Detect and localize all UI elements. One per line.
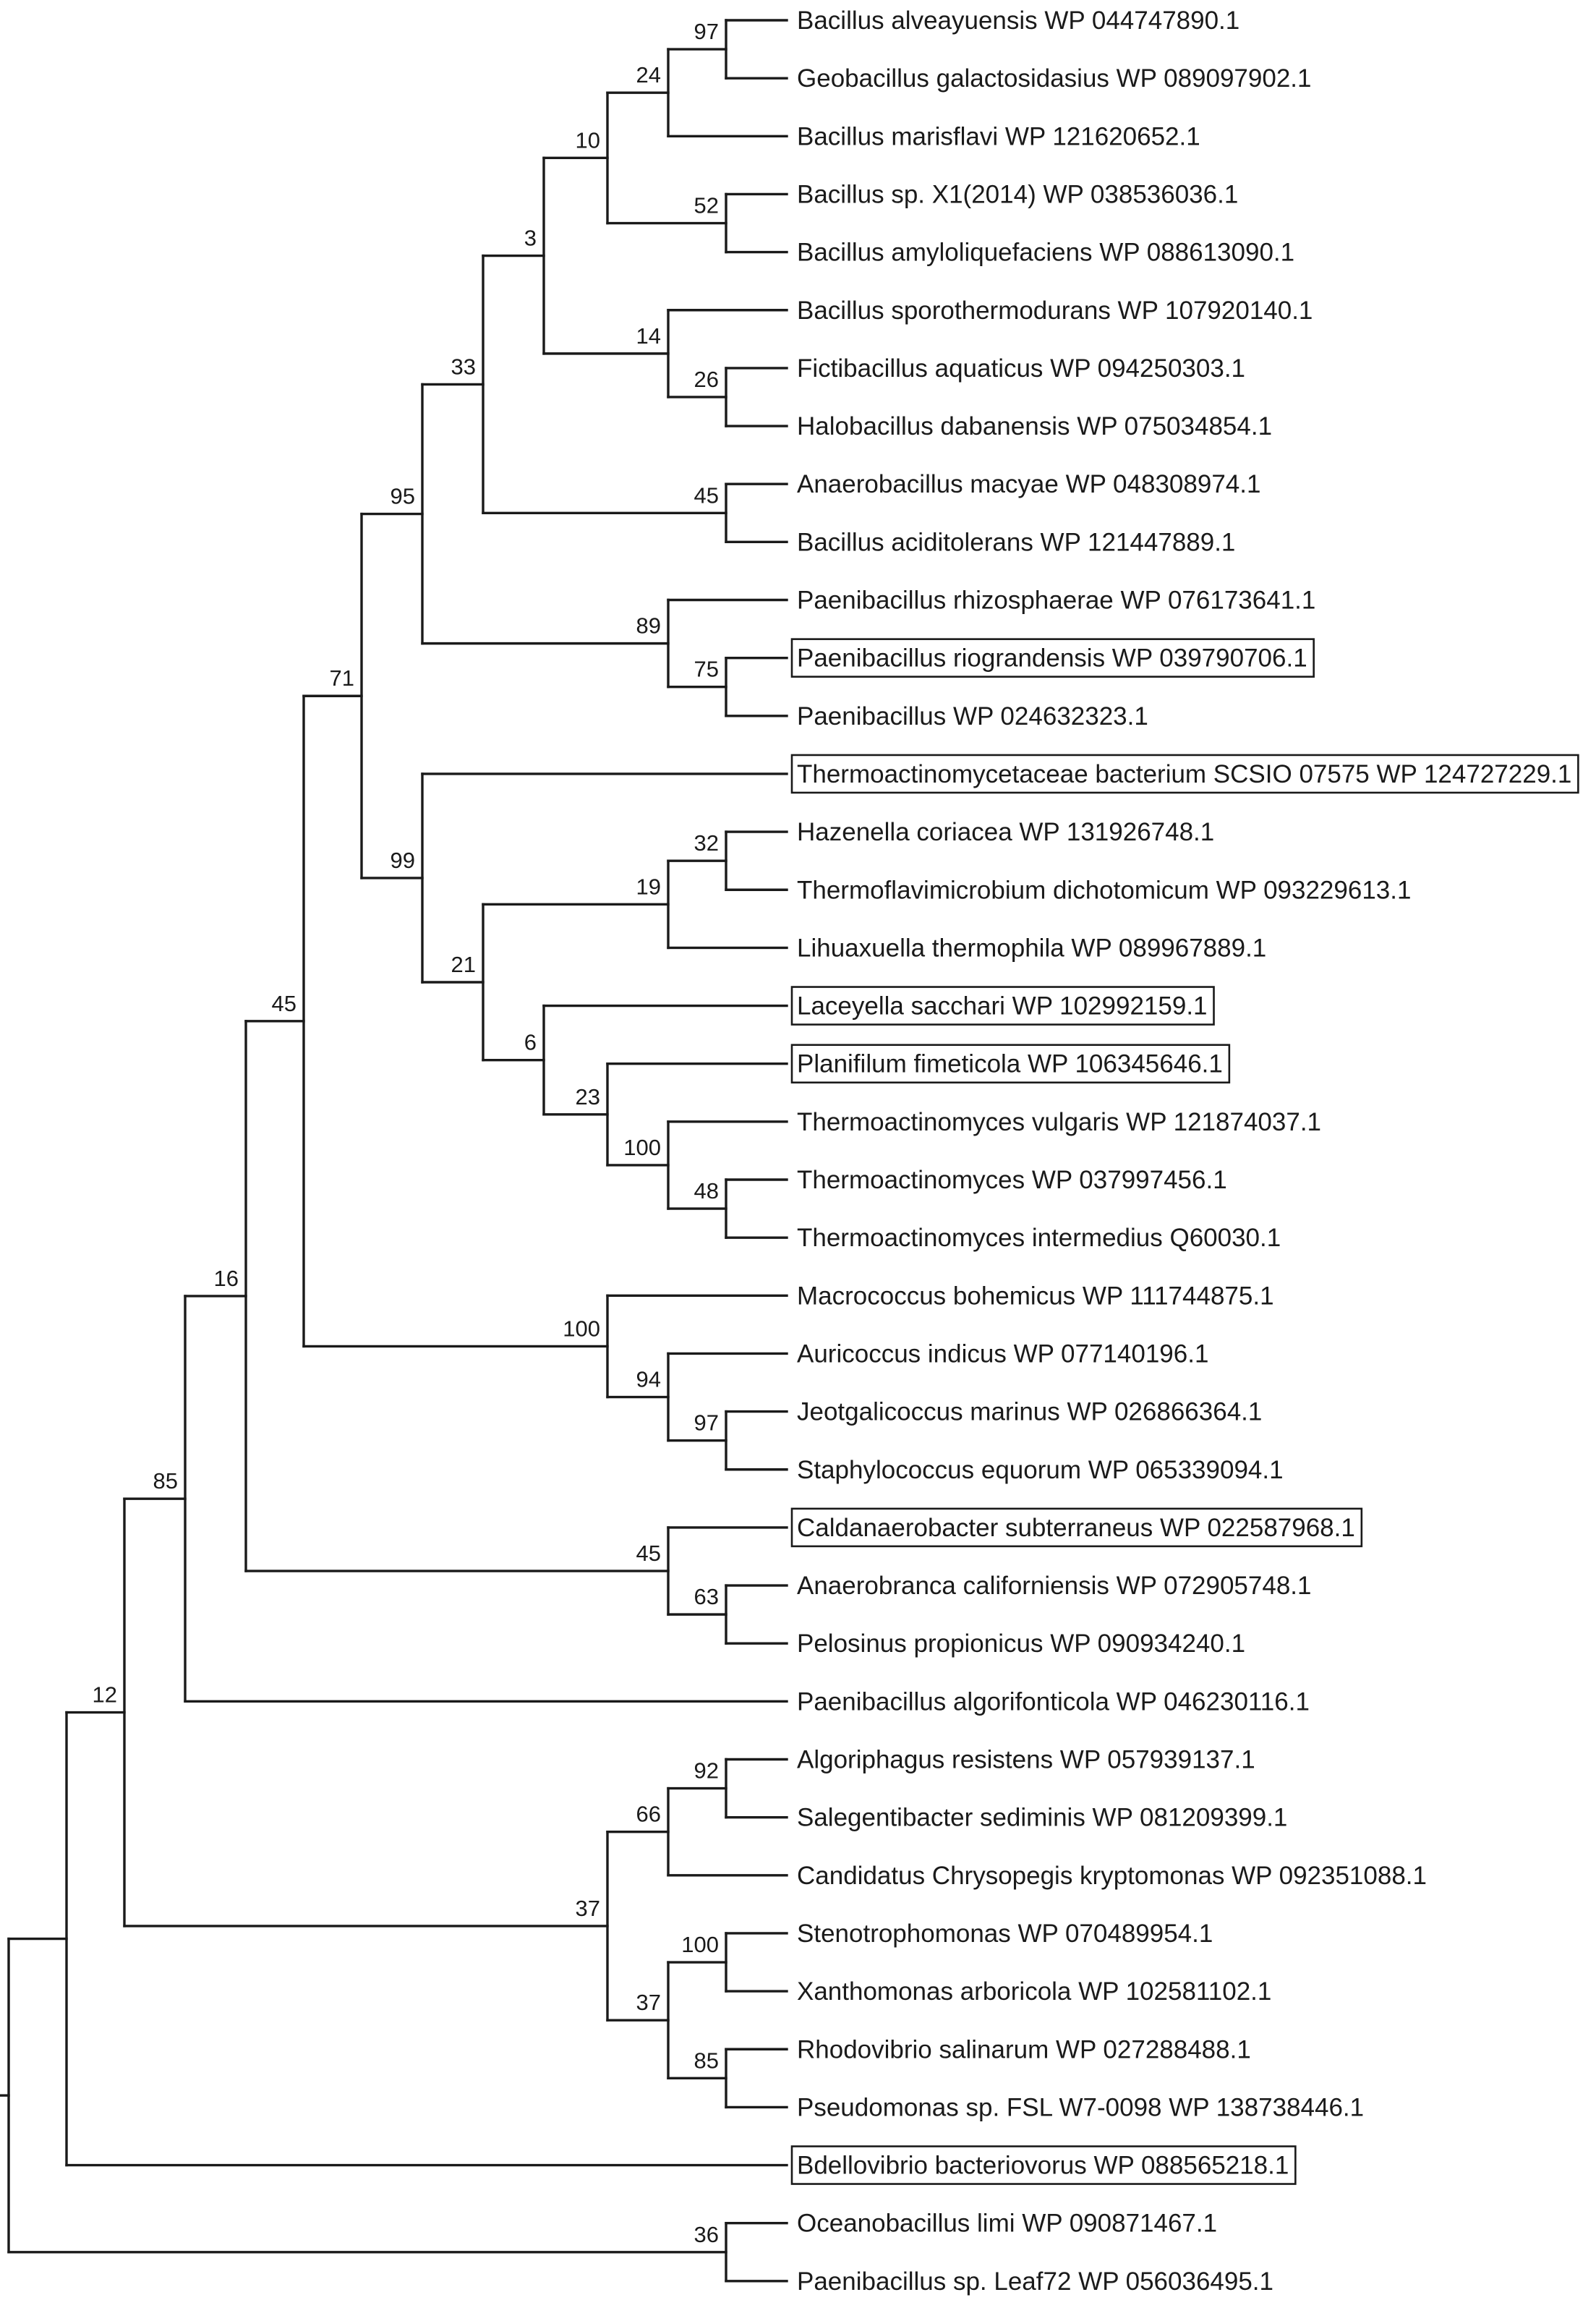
support-value-n29: 85 [153, 1468, 178, 1494]
leaf-label: Thermoactinomyces WP 037997456.1 [797, 1166, 1227, 1194]
tree-branches [0, 19, 788, 2283]
support-value-n12: 95 [391, 484, 415, 509]
support-value-n15: 48 [694, 1178, 719, 1204]
highlight-box [790, 2145, 1297, 2185]
leaf-label: Pseudomonas sp. FSL W7-0098 WP 138738446… [797, 2093, 1364, 2121]
leaf-label: Candidatus Chrysopegis kryptomonas WP 09… [797, 1862, 1427, 1890]
leaf-label: Salegentibacter sediminis WP 081209399.1 [797, 1804, 1287, 1832]
leaf-label: Pelosinus propionicus WP 090934240.1 [797, 1630, 1245, 1658]
support-value-n22: 97 [694, 1410, 719, 1436]
support-value-n16: 100 [623, 1135, 661, 1160]
leaf-label: Caldanaerobacter subterraneus WP 0225879… [797, 1514, 1355, 1542]
leaf-label: Thermoactinomyces vulgaris WP 121874037.… [797, 1108, 1321, 1136]
support-value-n7: 3 [524, 226, 537, 251]
support-value-n10: 75 [694, 657, 719, 682]
support-value-n2: 24 [636, 62, 661, 88]
support-value-n33: 85 [694, 2048, 719, 2073]
leaf-label: Laceyella sacchari WP 102992159.1 [797, 992, 1208, 1021]
support-value-n26: 63 [694, 1584, 719, 1609]
leaf-label: Fictibacillus aquaticus WP 094250303.1 [797, 354, 1245, 383]
leaf-label: Planifilum fimeticola WP 106345646.1 [797, 1050, 1223, 1078]
support-value-n1: 97 [694, 19, 719, 44]
leaf-label: Bacillus amyloliquefaciens WP 088613090.… [797, 239, 1294, 267]
leaf-label: Paenibacillus WP 024632323.1 [797, 702, 1148, 731]
support-value-n31: 66 [636, 1802, 661, 1827]
leaf-label: Anaerobranca californiensis WP 072905748… [797, 1572, 1311, 1600]
leaf-label: Halobacillus dabanensis WP 075034854.1 [797, 412, 1272, 440]
leaf-label: Staphylococcus equorum WP 065339094.1 [797, 1456, 1284, 1484]
support-value-n13: 32 [694, 830, 719, 856]
leaf-label: Algoriphagus resistens WP 057939137.1 [797, 1746, 1255, 1774]
support-value-n5: 26 [694, 367, 719, 392]
support-value-n35: 37 [576, 1896, 600, 1921]
support-value-n14: 19 [636, 874, 661, 899]
leaf-label: Bacillus sporothermodurans WP 107920140.… [797, 297, 1313, 325]
leaf-label: Hazenella coriacea WP 131926748.1 [797, 818, 1214, 846]
leaf-label: Thermoactinomycetaceae bacterium SCSIO 0… [797, 760, 1571, 788]
highlight-box [790, 1044, 1231, 1083]
support-value-n4: 10 [576, 127, 600, 153]
highlight-box [790, 638, 1315, 678]
support-value-n19: 21 [451, 952, 476, 977]
leaf-label: Bdellovibrio bacteriovorus WP 088565218.… [797, 2152, 1289, 2180]
leaf-label: Bacillus sp. X1(2014) WP 038536036.1 [797, 180, 1238, 208]
support-value-n28: 16 [214, 1266, 239, 1291]
support-value-n20: 99 [391, 848, 415, 873]
leaf-label: Rhodovibrio salinarum WP 027288488.1 [797, 2035, 1251, 2063]
leaf-label: Thermoactinomyces intermedius Q60030.1 [797, 1224, 1281, 1252]
support-value-n24: 100 [563, 1316, 600, 1341]
leaf-label: Anaerobacillus macyae WP 048308974.1 [797, 470, 1260, 498]
support-value-n17: 23 [576, 1084, 600, 1109]
support-value-n11: 89 [636, 613, 661, 639]
leaf-label: Bacillus alveayuensis WP 044747890.1 [797, 7, 1239, 35]
support-value-n27: 45 [636, 1541, 661, 1566]
leaf-label: Lihuaxuella thermophila WP 089967889.1 [797, 934, 1266, 962]
support-value-n34: 37 [636, 1990, 661, 2015]
support-values: 97 24 52 10 26 14 3 45 33 75 89 95 32 19 48 100 23 6 21 99 7… [93, 19, 719, 2247]
leaf-label: Xanthomonas arboricola WP 102581102.1 [797, 1977, 1271, 2006]
support-value-n30: 92 [694, 1758, 719, 1784]
highlight-box [790, 754, 1579, 794]
leaf-label: Jeotgalicoccus marinus WP 026866364.1 [797, 1398, 1262, 1426]
leaf-label: Paenibacillus rhizosphaerae WP 076173641… [797, 587, 1315, 615]
leaf-label: Auricoccus indicus WP 077140196.1 [797, 1339, 1208, 1368]
leaf-label: Bacillus marisflavi WP 121620652.1 [797, 122, 1200, 150]
leaf-label: Bacillus aciditolerans WP 121447889.1 [797, 528, 1235, 556]
leaf-labels: Bacillus alveayuensis WP 044747890.1Geob… [790, 7, 1579, 2296]
leaf-label: Paenibacillus sp. Leaf72 WP 056036495.1 [797, 2267, 1273, 2296]
highlight-box [790, 1507, 1363, 1548]
support-value-n21: 71 [330, 665, 354, 691]
support-value-n32: 100 [681, 1932, 719, 1957]
leaf-label: Stenotrophomonas WP 070489954.1 [797, 1920, 1213, 1948]
leaf-label: Paenibacillus riograndensis WP 039790706… [797, 644, 1307, 673]
support-value-n36: 12 [93, 1682, 117, 1708]
leaf-label: Oceanobacillus limi WP 090871467.1 [797, 2210, 1217, 2238]
support-value-n23: 94 [636, 1367, 661, 1392]
support-value-n9: 33 [451, 354, 476, 379]
support-value-n25: 45 [272, 991, 296, 1016]
leaf-label: Geobacillus galactosidasius WP 089097902… [797, 64, 1311, 93]
leaf-label: Paenibacillus algorifonticola WP 0462301… [797, 1687, 1310, 1716]
support-value-n6: 14 [636, 323, 661, 349]
highlight-box [790, 986, 1215, 1026]
leaf-label: Thermoflavimicrobium dichotomicum WP 093… [797, 876, 1411, 904]
support-value-n38: 36 [694, 2222, 719, 2247]
support-value-n18: 6 [524, 1030, 537, 1055]
support-value-n3: 52 [694, 193, 719, 218]
leaf-label: Macrococcus bohemicus WP 111744875.1 [797, 1282, 1274, 1310]
support-value-n8: 45 [694, 482, 719, 508]
